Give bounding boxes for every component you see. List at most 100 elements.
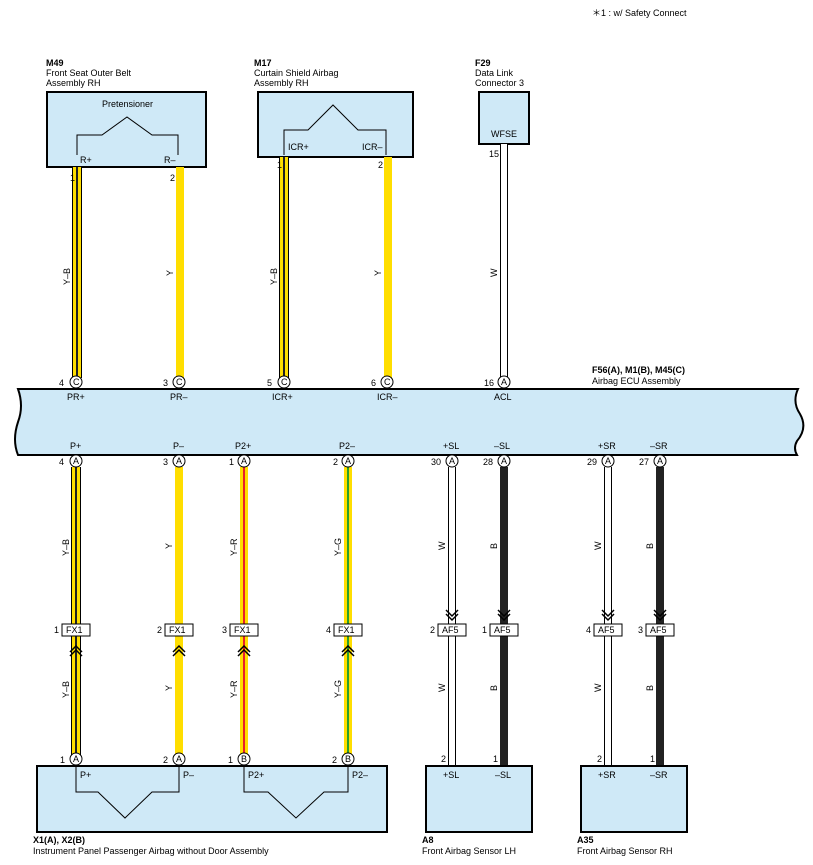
conn-letter: A: [73, 754, 79, 764]
wire-color-y-2: Y: [373, 270, 383, 276]
x1-squib-symbol-1: [75, 766, 180, 819]
ecu-code: F56(A), M1(B), M45(C): [592, 365, 685, 375]
conn-letter: B: [345, 754, 351, 764]
m49-code: M49: [46, 58, 64, 68]
ecu-label-p-minus: P–: [173, 441, 184, 451]
ecu-body: [14, 388, 805, 456]
conn-marker: [172, 454, 186, 468]
m49-pin1-number: 1: [70, 173, 75, 183]
end-pin-number: 2: [332, 755, 337, 765]
conn-letter: B: [241, 754, 247, 764]
jc-pin-number: 1: [482, 625, 487, 635]
wire-color-label: Y–R: [229, 538, 239, 556]
wire-color-yb-1: Y–B: [62, 268, 72, 285]
a8-name: Front Airbag Sensor LH: [422, 846, 516, 856]
ecu-label-icr-minus: ICR–: [377, 392, 398, 402]
x1-pin-label: P–: [183, 770, 194, 780]
ecu-label-icr-plus: ICR+: [272, 392, 293, 402]
x1-name: Instrument Panel Passenger Airbag withou…: [33, 846, 269, 856]
wire-color-yb-2: Y–B: [269, 268, 279, 285]
wire-color-label: W: [593, 683, 603, 692]
conn-marker: [341, 454, 355, 468]
m49-component: M49 Front Seat Outer Belt Assembly RH Pr…: [46, 58, 207, 168]
end-pin-number: 1: [60, 755, 65, 765]
x1-box: [36, 765, 388, 833]
ecu-label-minus-sr: –SR: [650, 441, 668, 451]
ecu-label-pr-plus: PR+: [67, 392, 85, 402]
jc-pin-number: 2: [430, 625, 435, 635]
ecu-label-acl: ACL: [494, 392, 512, 402]
ecu-label-plus-sr: +SR: [598, 441, 616, 451]
m17-squib-symbol: [283, 104, 387, 155]
jc-name: FX1: [338, 625, 355, 635]
conn-letter: A: [176, 456, 182, 466]
a35-pin-number: 1: [650, 754, 655, 764]
wire-color-label: Y: [164, 543, 174, 549]
ecu-label-p2-minus: P2–: [339, 441, 355, 451]
jc-name: FX1: [66, 625, 83, 635]
wire-color-label: Y–B: [61, 539, 71, 556]
jc-name: AF5: [442, 625, 459, 635]
a35-pin-number: 2: [597, 754, 602, 764]
conn-marker: [69, 454, 83, 468]
x1-connectors: 1 A 2 A 1 B 2 B: [60, 752, 355, 766]
m17-pin1-number: 1: [277, 160, 282, 170]
wire-color-label: Y: [164, 685, 174, 691]
m17-name-line1: Curtain Shield Airbag: [254, 68, 339, 78]
wire-color-label: Y–G: [333, 680, 343, 698]
jc-pin-number: 2: [157, 625, 162, 635]
m49-pin-b-label: R–: [164, 155, 176, 165]
ecu-lower-connectors: 4 A 3 A 1 A 2 A 30 A 28 A 29 A 27 A: [59, 454, 667, 468]
a35-code: A35: [577, 835, 594, 845]
conn-letter: C: [384, 377, 391, 387]
ecu-label-plus-sl: +SL: [443, 441, 459, 451]
f29-pin-label: WFSE: [491, 129, 517, 139]
wire-color-w-acl: W: [489, 268, 499, 277]
a8-pin-label: –SL: [495, 770, 511, 780]
conn-letter: A: [501, 456, 507, 466]
jc-box: [593, 623, 623, 637]
a35-name: Front Airbag Sensor RH: [577, 846, 673, 856]
ecu-pin-number: 29: [587, 457, 597, 467]
ecu-name: Airbag ECU Assembly: [592, 376, 681, 386]
m17-pin-a-label: ICR+: [288, 142, 309, 152]
conn-marker: [237, 454, 251, 468]
chevron-down-icon: [445, 609, 667, 622]
f29-component: F29 Data Link Connector 3 WFSE 15: [475, 58, 530, 159]
conn-letter: A: [501, 377, 507, 387]
wire-color-label: B: [489, 685, 499, 691]
m17-pin-b-label: ICR–: [362, 142, 383, 152]
conn-letter: C: [281, 377, 288, 387]
f29-name-line1: Data Link: [475, 68, 514, 78]
junction-connectors: 1 FX1 2 FX1 3 FX1 4 FX1 2 AF5 1 AF5 4 AF…: [54, 609, 675, 657]
ecu-label-minus-sl: –SL: [494, 441, 510, 451]
ecu-pin-number: 28: [483, 457, 493, 467]
end-pin-number: 1: [228, 755, 233, 765]
chevron-up-icon: [69, 644, 355, 657]
ecu-pin-5c: 5: [267, 378, 272, 388]
m17-pin2-number: 2: [378, 160, 383, 170]
f29-box: [478, 91, 530, 145]
conn-marker: [601, 454, 615, 468]
x1-pin-label: P2–: [352, 770, 368, 780]
m49-name-line2: Assembly RH: [46, 78, 101, 88]
jc-pin-number: 4: [326, 625, 331, 635]
wire-color-label: B: [645, 685, 655, 691]
wire-color-label: Y–G: [333, 538, 343, 556]
a35-component: 2 1 +SR –SR A35 Front Airbag Sensor RH: [577, 754, 688, 856]
m17-name-line2: Assembly RH: [254, 78, 309, 88]
ecu-label-pr-minus: PR–: [170, 392, 188, 402]
conn-marker: [653, 454, 667, 468]
jc-name: AF5: [650, 625, 667, 635]
a8-box: [425, 765, 533, 833]
wire-color-y-1: Y: [165, 270, 175, 276]
conn-letter: A: [657, 456, 663, 466]
end-pin-number: 2: [163, 755, 168, 765]
ecu-pin-number: 27: [639, 457, 649, 467]
jc-box: [61, 623, 91, 637]
ecu-pin-4c: 4: [59, 378, 64, 388]
x1-pin-label: P+: [80, 770, 91, 780]
conn-letter: A: [241, 456, 247, 466]
jc-name: FX1: [234, 625, 251, 635]
